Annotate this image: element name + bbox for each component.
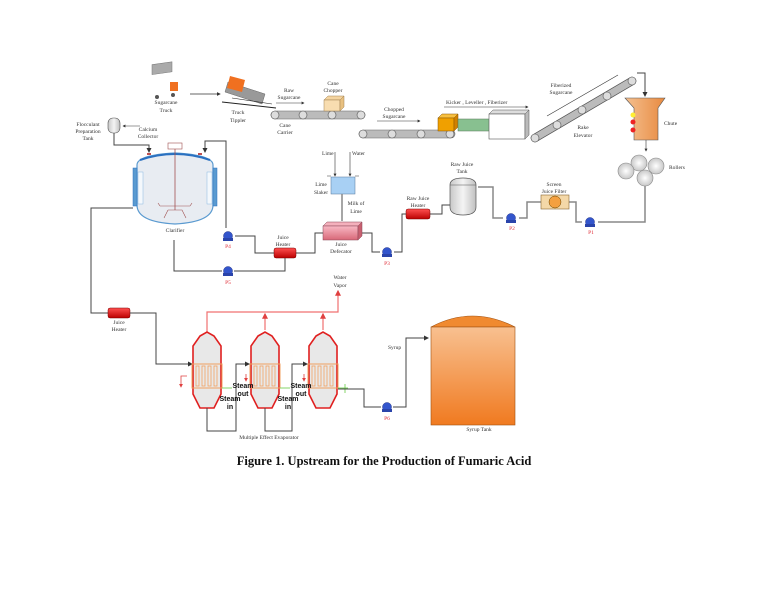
rollers xyxy=(617,154,665,187)
pipe-heater2-to-evaporator xyxy=(130,312,193,367)
pipe-heater-to-p3 xyxy=(394,213,406,253)
pipe-clarifier-to-heater2 xyxy=(90,207,133,314)
pump-p6 xyxy=(382,402,392,412)
pump-p6-label: P6 xyxy=(384,416,390,422)
truck-tippler xyxy=(221,76,277,109)
cane-chopper xyxy=(323,95,345,112)
pipe-evaporator-to-p6 xyxy=(338,388,381,408)
pipe-p2-to-tank xyxy=(478,186,503,219)
pipe-p5-to-clarifier xyxy=(173,240,222,272)
pipe-defecator-to-heater xyxy=(296,232,323,254)
pipe-p3-to-defecator xyxy=(362,232,380,253)
pipe-heater-to-p5 xyxy=(234,258,286,272)
juice-heater-1 xyxy=(273,247,297,259)
raw-juice-heater xyxy=(405,208,431,220)
evaporator-effect-2 xyxy=(249,331,281,409)
pump-p3 xyxy=(382,247,392,257)
kicker-leveller-fiberizer-label: Kicker , Leveller , Fiberizer xyxy=(446,100,508,106)
cane-carrier xyxy=(270,110,366,120)
pipe-flocculant-to-clarifier xyxy=(113,133,152,153)
rollers-label: Rollers xyxy=(669,165,685,171)
pipe-effect1-to-effect2 xyxy=(206,361,250,432)
pipe-effect2-to-effect3 xyxy=(264,361,308,432)
pump-p4-label: P4 xyxy=(225,244,231,250)
multiple-effect-evaporator-label: Multiple Effect Evaporator xyxy=(239,434,299,441)
chute-label: Chute xyxy=(664,121,678,127)
syrup-label: Syrup xyxy=(388,345,401,351)
chute xyxy=(624,97,666,141)
chopped-cane-carrier xyxy=(358,129,456,139)
pipe-heater-to-p4 xyxy=(235,235,274,254)
juice-defecator xyxy=(322,221,363,241)
clarifier-label: Clarifier xyxy=(166,227,185,234)
evaporator-effect-3 xyxy=(307,331,339,409)
pipe-p6-to-syrup-tank xyxy=(393,335,429,408)
fiberizer xyxy=(488,109,530,140)
syrup-tank-label: Syrup Tank xyxy=(466,427,492,433)
pump-p5-label: P5 xyxy=(225,280,231,286)
clarifier xyxy=(132,142,218,225)
feed-to-chute xyxy=(637,72,648,97)
pump-p2 xyxy=(506,213,516,223)
screen-juice-filter xyxy=(540,194,570,210)
figure-caption: Figure 1. Upstream for the Production of… xyxy=(236,454,532,468)
pipe-p1-to-filter xyxy=(569,201,582,223)
pipe-tank-to-heater xyxy=(430,204,450,215)
pump-p1 xyxy=(585,217,595,227)
syrup-tank xyxy=(430,315,516,426)
water-label: Water xyxy=(352,151,365,157)
kicker xyxy=(437,113,459,132)
raw-juice-tank xyxy=(449,177,477,216)
pump-p2-label: P2 xyxy=(509,226,515,232)
sugarcane-truck xyxy=(151,61,178,99)
lime-label: Lime xyxy=(322,151,334,157)
leveller-belt xyxy=(457,118,491,132)
pipe-p4-to-clarifier xyxy=(202,140,227,228)
juice-heater-2 xyxy=(107,307,131,319)
lime-slaker xyxy=(327,175,359,195)
pump-p1-label: P1 xyxy=(588,230,594,236)
vapor-header-line xyxy=(206,289,341,333)
rake-direction-line xyxy=(546,74,619,117)
pump-p5 xyxy=(223,266,233,276)
pump-p3-label: P3 xyxy=(384,261,390,267)
pipe-rollers-to-p1 xyxy=(598,186,646,223)
flocculant-preparation-tank xyxy=(107,117,121,134)
pump-p4 xyxy=(223,231,233,241)
evaporator-effect-1 xyxy=(191,331,223,409)
rake-elevator xyxy=(530,76,637,143)
pipe-filter-to-p2 xyxy=(519,201,541,219)
